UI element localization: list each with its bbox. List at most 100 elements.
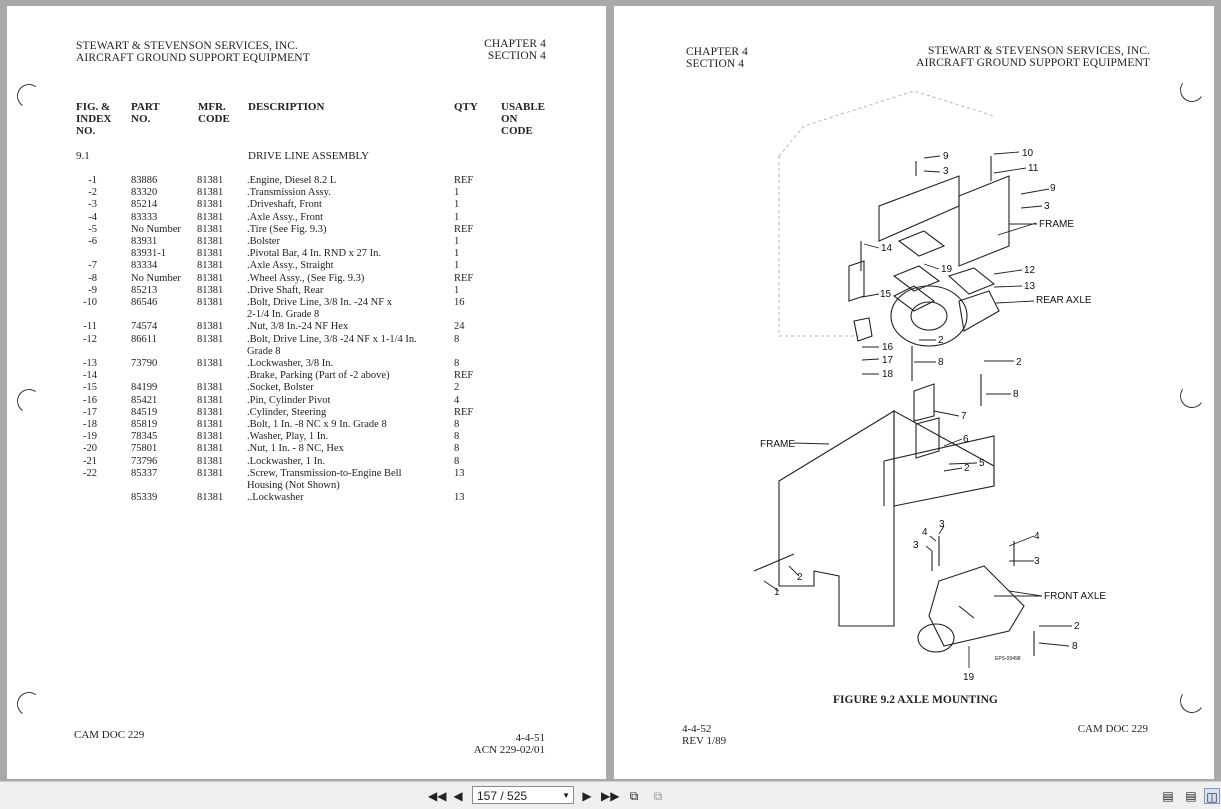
callout-15: 15 bbox=[880, 289, 892, 300]
description-cell: .Lockwasher, 3/8 In. bbox=[247, 358, 334, 369]
description-cell: .Pivotal Bar, 4 In. RND x 27 In. bbox=[247, 248, 382, 260]
index-cell: -17 bbox=[83, 406, 97, 418]
callout-16: 16 bbox=[882, 342, 894, 353]
continuous-page-icon[interactable]: ▤ bbox=[1185, 789, 1197, 803]
callout-9: 9 bbox=[943, 151, 949, 162]
part-number-cell: 86611 bbox=[131, 333, 157, 345]
first-page-icon[interactable]: ◀◀ bbox=[428, 789, 447, 803]
callout-1: 1 bbox=[774, 587, 780, 598]
part-number-cell: 73796 bbox=[131, 455, 158, 467]
qty-cell: REF bbox=[454, 406, 474, 418]
callout-7: 7 bbox=[961, 411, 967, 422]
index-cell: -14 bbox=[83, 370, 97, 382]
description-cell: .Bolt, Drive Line, 3/8 -24 NF x 1-1/4 In… bbox=[247, 333, 417, 345]
mfr-code-cell: 81381 bbox=[197, 297, 224, 308]
qty-cell: 1 bbox=[454, 236, 460, 247]
col-usable-3: CODE bbox=[501, 125, 533, 137]
qty-cell: 24 bbox=[454, 321, 465, 333]
description-cell: .Bolt, 1 In. -8 NC x 9 In. Grade 8 bbox=[247, 419, 387, 430]
col-description: DESCRIPTION bbox=[248, 101, 325, 113]
table-row-continuation: 2-1/4 In. Grade 8 bbox=[7, 309, 606, 321]
description-cell: .Pin, Cylinder Pivot bbox=[247, 394, 331, 406]
description-cell: .Lockwasher, 1 In. bbox=[247, 455, 326, 467]
description-cell: .Washer, Play, 1 In. bbox=[247, 431, 329, 443]
qty-cell: REF bbox=[454, 223, 474, 235]
mfr-code-cell: 81381 bbox=[197, 260, 224, 272]
callout-14: 14 bbox=[881, 243, 893, 254]
fit-width-icon[interactable]: ⧉ bbox=[653, 789, 663, 803]
index-cell: -15 bbox=[83, 382, 97, 394]
next-page-icon[interactable]: ▶ bbox=[582, 789, 592, 803]
previous-page-icon[interactable]: ◀ bbox=[453, 789, 463, 803]
index-cell: -19 bbox=[83, 431, 97, 443]
qty-cell: 1 bbox=[454, 211, 460, 223]
qty-cell: 16 bbox=[454, 297, 465, 308]
description-cell: .Bolt, Drive Line, 3/8 In. -24 NF x bbox=[247, 297, 392, 308]
mfr-code-cell: 81381 bbox=[197, 467, 224, 479]
callout-19: 19 bbox=[941, 264, 953, 275]
callout-2d: 2 bbox=[797, 572, 803, 583]
col-fig-3: NO. bbox=[76, 125, 96, 137]
mfr-code-cell: 81381 bbox=[197, 248, 224, 260]
drawing-number: EPS-00498 bbox=[995, 656, 1021, 662]
punch-hole-mark bbox=[15, 690, 43, 718]
part-number-cell: 85819 bbox=[131, 419, 158, 430]
callout-2e: 2 bbox=[1074, 621, 1080, 632]
fit-page-icon[interactable]: ⧉ bbox=[629, 789, 639, 803]
chapter-label: CHAPTER 4 bbox=[484, 38, 546, 50]
callout-6: 6 bbox=[963, 434, 969, 445]
description-cell: Housing (Not Shown) bbox=[247, 480, 340, 491]
page-number-select[interactable]: 157 / 525 ▼ bbox=[472, 786, 574, 804]
qty-cell: 1 bbox=[454, 260, 460, 272]
description-cell: .Nut, 1 In. - 8 NC, Hex bbox=[247, 443, 344, 455]
part-number-cell: 85214 bbox=[131, 199, 158, 211]
mfr-code-cell: 81381 bbox=[197, 382, 224, 394]
callout-8c: 8 bbox=[1072, 641, 1078, 652]
single-page-icon[interactable]: ▤ bbox=[1162, 789, 1174, 803]
facing-pages-icon[interactable]: ◫ bbox=[1204, 788, 1220, 804]
mfr-code-cell: 81381 bbox=[197, 333, 224, 345]
part-number-cell: 83320 bbox=[131, 187, 158, 199]
part-number-cell: 74574 bbox=[131, 321, 158, 333]
axle-mounting-diagram: 9 3 10 11 9 3 14 19 12 13 15 2 16 17 18 … bbox=[753, 90, 1106, 683]
callout-5: 5 bbox=[979, 458, 985, 469]
index-cell: -5 bbox=[88, 223, 97, 235]
col-fig-1: FIG. & bbox=[76, 101, 111, 113]
company-name: STEWART & STEVENSON SERVICES, INC. bbox=[927, 45, 1150, 57]
col-part-2: NO. bbox=[131, 113, 151, 125]
mfr-code-cell: 81381 bbox=[197, 406, 224, 418]
section-label: SECTION 4 bbox=[487, 50, 546, 62]
mfr-code-cell: 81381 bbox=[197, 431, 224, 443]
mfr-code-cell: 81381 bbox=[197, 419, 224, 430]
callout-3d: 3 bbox=[939, 519, 945, 530]
col-qty: QTY bbox=[454, 101, 478, 113]
callout-19b: 19 bbox=[963, 672, 975, 683]
col-usable-2: ON bbox=[501, 113, 518, 125]
last-page-icon[interactable]: ▶▶ bbox=[601, 789, 620, 803]
part-number-cell: 78345 bbox=[131, 431, 158, 443]
description-cell: 2-1/4 In. Grade 8 bbox=[247, 309, 320, 321]
part-number-cell: 85421 bbox=[131, 394, 158, 406]
chapter-label: CHAPTER 4 bbox=[686, 46, 748, 58]
description-cell: .Axle Assy., Front bbox=[247, 211, 324, 223]
mfr-code-cell: 81381 bbox=[197, 211, 224, 223]
callout-3: 3 bbox=[943, 166, 949, 177]
mfr-code-cell: 81381 bbox=[197, 223, 224, 235]
footer-page-number: 4-4-52 bbox=[682, 723, 712, 735]
qty-cell: 4 bbox=[454, 394, 460, 406]
qty-cell: 13 bbox=[454, 492, 465, 504]
description-cell: .Bolster bbox=[247, 236, 280, 247]
mfr-code-cell: 81381 bbox=[197, 187, 224, 199]
